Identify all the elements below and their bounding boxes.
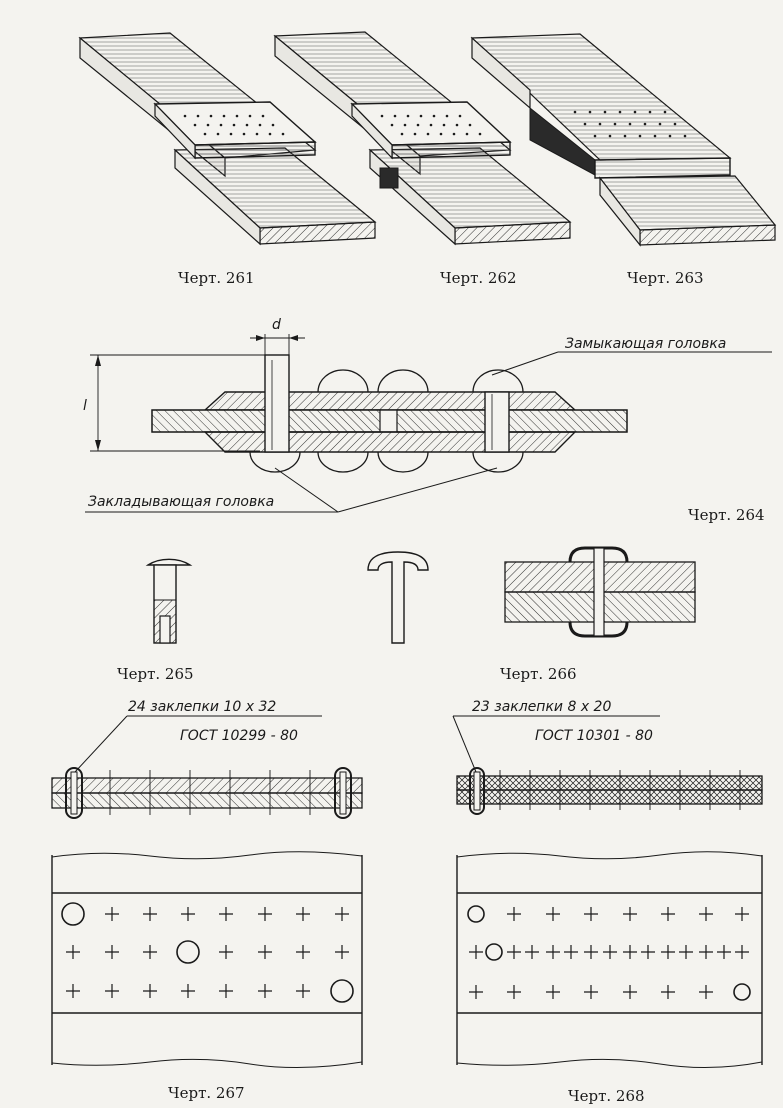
label-setting-head: Закладывающая головка — [88, 494, 274, 510]
rivet-position-mark — [623, 985, 637, 999]
caption-268: Черт. 268 — [568, 1087, 645, 1105]
spec-268-line1: 23 заклепки 8 x 20 — [472, 699, 611, 715]
rivet-position-mark — [105, 945, 119, 959]
rivet-position-mark — [219, 945, 233, 959]
rivet-position-mark — [335, 945, 349, 959]
rivet-position-mark — [623, 945, 637, 959]
figure-268-plan: Черт. 268 — [456, 851, 763, 1105]
caption-267: Черт. 267 — [168, 1084, 245, 1102]
rivet-position-mark — [603, 945, 617, 959]
rivet-position-mark — [679, 945, 693, 959]
rivet-position-mark — [296, 907, 310, 921]
rivet-position-mark — [258, 984, 272, 998]
rivet-position-mark — [699, 945, 713, 959]
rivet-position-mark — [507, 945, 521, 959]
rivet-position-mark — [546, 945, 560, 959]
rivet-position-mark — [143, 907, 157, 921]
spec-267-line1: 24 заклепки 10 x 32 — [128, 699, 276, 715]
rivet-position-mark — [661, 985, 675, 999]
caption-265: Черт. 265 — [117, 665, 194, 683]
figure-266: Черт. 266 — [367, 546, 696, 683]
rivet-position-mark — [66, 945, 80, 959]
rivet-position-mark — [469, 945, 483, 959]
spec-268-line2: ГОСТ 10301 - 80 — [535, 728, 653, 744]
rivet-position-mark — [258, 907, 272, 921]
rivet-position-mark — [661, 945, 675, 959]
dim-l-label: l — [83, 398, 87, 414]
rivet-position-mark — [584, 907, 598, 921]
rivet-position-mark — [641, 945, 655, 959]
rivet-position-mark — [546, 907, 560, 921]
figure-265: Черт. 265 — [117, 558, 194, 683]
label-closing-head: Замыкающая головка — [565, 336, 726, 352]
rivet-position-mark — [584, 985, 598, 999]
rivet-position-mark — [661, 907, 675, 921]
caption-262: Черт. 262 — [440, 269, 517, 287]
dim-d-label: d — [272, 317, 281, 333]
rivet-position-mark — [258, 945, 272, 959]
figure-264: l d Замыкающая головка З — [83, 317, 772, 524]
rivet-position-mark — [699, 985, 713, 999]
rivet-position-mark — [219, 984, 233, 998]
rivet-position-mark — [181, 984, 195, 998]
figure-267-plan: Черт. 267 — [51, 851, 363, 1102]
caption-263: Черт. 263 — [627, 269, 704, 287]
figure-263: Черт. 263 — [470, 33, 777, 287]
spec-267-line2: ГОСТ 10299 - 80 — [180, 728, 298, 744]
rivet-position-mark — [219, 907, 233, 921]
rivet-position-mark — [66, 984, 80, 998]
figure-261: Черт. 261 — [78, 32, 377, 287]
rivet-position-mark — [564, 945, 578, 959]
rivet-position-mark — [623, 907, 637, 921]
rivet-position-mark — [105, 984, 119, 998]
rivet-position-mark — [507, 907, 521, 921]
figure-262: Черт. 262 — [273, 31, 572, 287]
caption-261: Черт. 261 — [178, 269, 255, 287]
rivet-position-mark — [469, 985, 483, 999]
rivet-position-mark — [507, 985, 521, 999]
rivet-position-mark — [335, 907, 349, 921]
rivet-position-mark — [143, 984, 157, 998]
rivet-position-mark — [546, 985, 560, 999]
figure-268-section: 23 заклепки 8 x 20 ГОСТ 10301 - 80 — [452, 699, 763, 815]
rivet-position-mark — [699, 907, 713, 921]
rivet-position-mark — [105, 907, 119, 921]
rivet-position-mark — [584, 945, 598, 959]
caption-264: Черт. 264 — [688, 506, 765, 524]
rivet-position-mark — [296, 984, 310, 998]
figure-267-section: 24 заклепки 10 x 32 ГОСТ 10299 - 80 — [51, 699, 363, 819]
caption-266: Черт. 266 — [500, 665, 577, 683]
rivet-position-mark — [717, 945, 731, 959]
rivet-position-mark — [143, 945, 157, 959]
rivet-position-mark — [735, 907, 749, 921]
rivet-position-mark — [735, 945, 749, 959]
rivet-position-mark — [525, 945, 539, 959]
rivet-position-mark — [296, 945, 310, 959]
rivet-position-mark — [181, 907, 195, 921]
